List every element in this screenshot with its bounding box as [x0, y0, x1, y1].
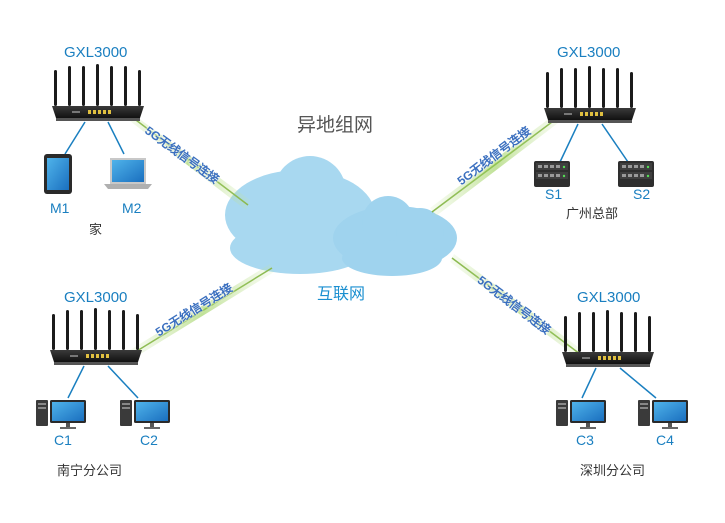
device-s1-label: S1 [545, 186, 563, 202]
router-hq-name: GXL3000 [557, 44, 621, 61]
device-m2-label: M2 [122, 200, 142, 216]
pc-icon [120, 400, 170, 429]
router-shenzhen-name: GXL3000 [577, 289, 641, 306]
site-nanning-label: 南宁分公司 [57, 463, 123, 478]
pc-icon [638, 400, 688, 429]
diagram-title: 异地组网 [297, 115, 374, 136]
tablet-icon [44, 154, 72, 194]
link-nanning [130, 264, 274, 358]
link-home [126, 112, 250, 210]
device-c2-label: C2 [140, 432, 158, 448]
lan-lines-shenzhen [581, 367, 657, 399]
router-home-name: GXL3000 [64, 44, 128, 61]
router-nanning [50, 308, 142, 365]
device-c4-label: C4 [656, 432, 674, 448]
site-hq-label: 广州总部 [566, 206, 619, 221]
device-m1-label: M1 [50, 200, 70, 216]
router-hq [544, 66, 636, 123]
lan-lines-home [64, 121, 125, 155]
pc-icon [36, 400, 86, 429]
device-s2-label: S2 [633, 186, 651, 202]
router-home [52, 64, 144, 121]
internet-cloud [225, 156, 457, 276]
site-shenzhen-label: 深圳分公司 [580, 463, 646, 478]
link-hq [430, 112, 562, 216]
server-icon [534, 161, 570, 187]
router-nanning-name: GXL3000 [64, 289, 128, 306]
internet-label: 互联网 [317, 286, 366, 303]
router-shenzhen [562, 310, 654, 367]
link-shenzhen [450, 254, 582, 358]
lan-lines-hq [559, 123, 629, 163]
laptop-icon [104, 158, 152, 189]
site-home-label: 家 [89, 222, 103, 237]
lan-lines-nanning [67, 365, 139, 399]
device-c1-label: C1 [54, 432, 72, 448]
pc-icon [556, 400, 606, 429]
device-c3-label: C3 [576, 432, 594, 448]
server-icon [618, 161, 654, 187]
